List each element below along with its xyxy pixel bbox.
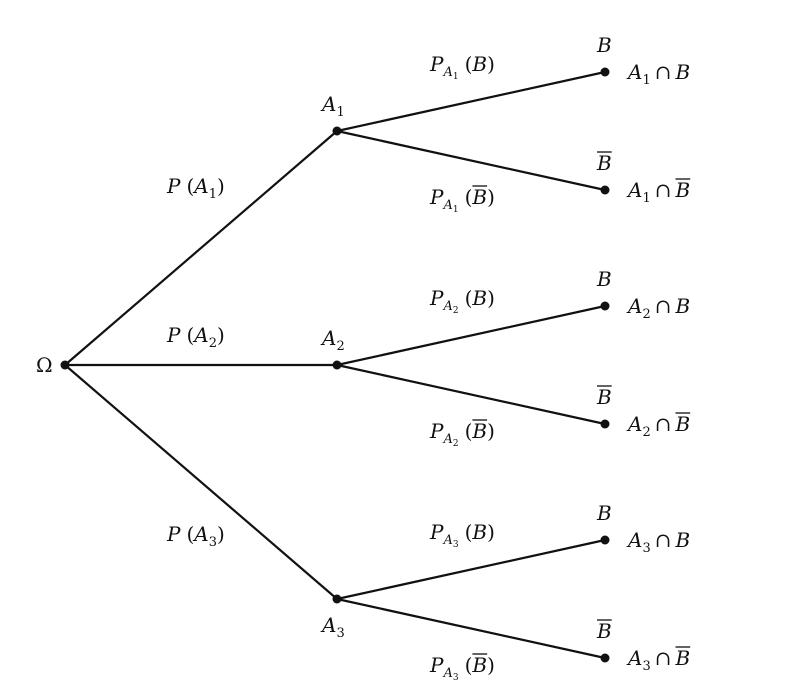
- edge-prob-a3: P(A3): [166, 522, 225, 550]
- nodes: [60, 67, 610, 663]
- leaf-label-a2-not-b: B: [596, 385, 612, 409]
- leaf-label-a3-b: B: [596, 501, 612, 525]
- root-label: Ω: [36, 353, 53, 377]
- edge-prob-a1: P(A1): [166, 174, 225, 202]
- node-a3: [332, 594, 342, 604]
- edge-prob-a2: P(A2): [166, 323, 225, 351]
- edge-a2-not-b: [335, 363, 607, 426]
- leaf-label-a1-b: B: [596, 33, 612, 57]
- leaf-node-a1-b: [600, 67, 610, 77]
- edge-a1-not-b: [335, 129, 607, 192]
- edge-prob-a3-not-b: PA3(B): [429, 653, 495, 683]
- leaf-node-a2-b: [600, 301, 610, 311]
- leaf-node-a3-b: [600, 535, 610, 545]
- node-a2: [332, 360, 342, 370]
- edges: [63, 70, 607, 660]
- outcome-label-a1-not-b: A1∩B: [626, 178, 690, 206]
- edge-a1-b: [335, 70, 607, 133]
- edge-omega-a3: [63, 363, 339, 601]
- outcome-label-a1-b: A1∩B: [626, 60, 690, 88]
- outcome-label-a2-not-b: A2∩B: [626, 412, 690, 440]
- outcome-label-a2-b: A2∩B: [626, 294, 690, 322]
- leaf-node-a2-not-b: [600, 419, 610, 429]
- edge-a3-b: [335, 538, 607, 601]
- leaf-label-a1-not-b: B: [596, 151, 612, 175]
- edge-prob-a1-b: PA1(B): [429, 52, 495, 82]
- edge-prob-a2-not-b: PA2(B): [429, 419, 495, 449]
- edge-prob-a1-not-b: PA1(B): [429, 185, 495, 215]
- leaf-label-a2-b: B: [596, 267, 612, 291]
- event-label-a1: A1: [320, 92, 345, 120]
- edge-prob-a3-b: PA3(B): [429, 520, 495, 550]
- edge-a3-not-b: [335, 597, 607, 660]
- event-label-a3: A3: [320, 613, 345, 641]
- leaf-node-a3-not-b: [600, 653, 610, 663]
- edge-omega-a1: [63, 129, 339, 367]
- event-label-a2: A2: [320, 326, 345, 354]
- edge-a2-b: [335, 304, 607, 367]
- edge-prob-a2-b: PA2(B): [429, 286, 495, 316]
- root-node: [60, 360, 70, 370]
- leaf-label-a3-not-b: B: [596, 619, 612, 643]
- leaf-node-a1-not-b: [600, 185, 610, 195]
- outcome-label-a3-b: A3∩B: [626, 528, 690, 556]
- node-a1: [332, 126, 342, 136]
- outcome-label-a3-not-b: A3∩B: [626, 646, 690, 674]
